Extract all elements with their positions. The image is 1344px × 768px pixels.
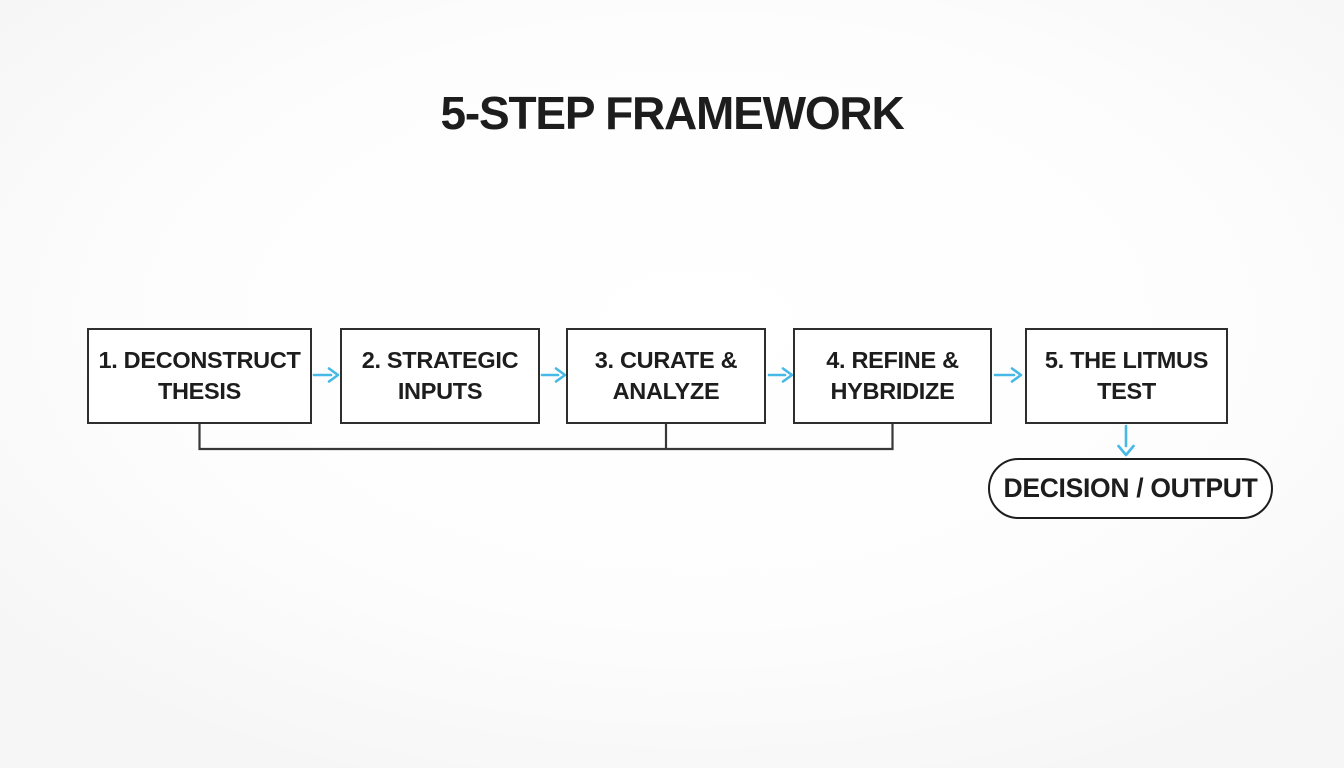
diagram-title: 5-STEP FRAMEWORK	[440, 87, 905, 139]
step-label-line1: 3. CURATE &	[594, 347, 738, 373]
step-box-3-curate-analyze: 3. CURATE & ANALYZE	[566, 328, 766, 424]
step-label-line2: THESIS	[157, 378, 242, 404]
step-label-line1: 4. REFINE &	[826, 347, 959, 373]
feedback-connector-line	[198, 424, 894, 451]
flow-arrow-3-icon	[767, 367, 794, 383]
step-label-line2: INPUTS	[397, 378, 483, 404]
step-label-line1: 5. THE LITMUS	[1044, 347, 1209, 373]
step-box-2-strategic-inputs: 2. STRATEGIC INPUTS	[340, 328, 540, 424]
step-box-1-deconstruct-thesis: 1. DECONSTRUCT THESIS	[87, 328, 312, 424]
step-label-line2: ANALYZE	[612, 378, 720, 404]
decision-output-pill: DECISION / OUTPUT	[988, 458, 1273, 519]
step-label-line2: TEST	[1097, 378, 1156, 404]
flow-arrow-1-icon	[312, 367, 340, 383]
decision-output-label: DECISION / OUTPUT	[1003, 473, 1258, 503]
step-label-line2: HYBRIDIZE	[830, 378, 955, 404]
step-label-line1: 1. DECONSTRUCT	[98, 347, 301, 373]
flow-arrow-4-icon	[993, 367, 1023, 383]
flow-arrow-2-icon	[540, 367, 567, 383]
step-box-4-refine-hybridize: 4. REFINE & HYBRIDIZE	[793, 328, 992, 424]
step-box-5-litmus-test: 5. THE LITMUS TEST	[1025, 328, 1228, 424]
down-arrow-icon	[1117, 424, 1135, 457]
step-label-line1: 2. STRATEGIC	[361, 347, 519, 373]
